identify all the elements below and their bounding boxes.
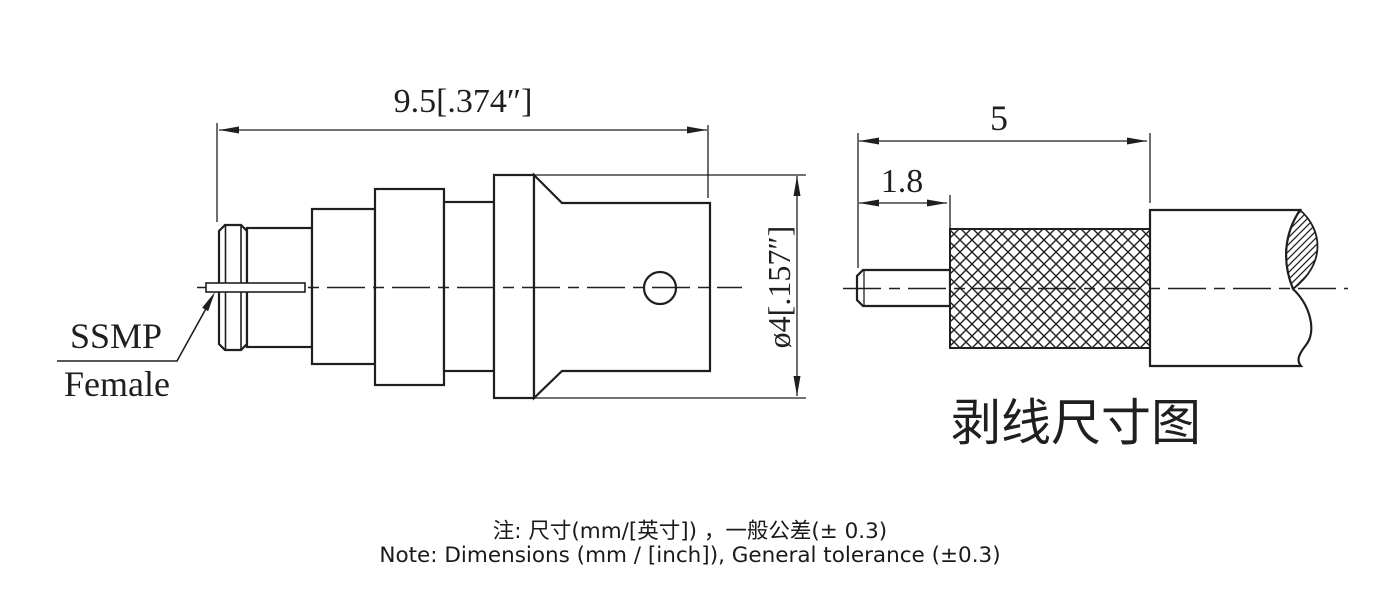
dimension-body-diameter-text: ø4[.157″] xyxy=(761,226,797,349)
dimension-overall-length: 9.5[.374″] xyxy=(216,83,709,222)
arrowhead-right-icon xyxy=(1127,137,1147,145)
dimension-pin-strip: 1.8 xyxy=(859,163,951,230)
dimension-braid-strip-text: 5 xyxy=(990,98,1008,138)
tolerance-notes: 注: 尺寸(mm/[英寸]) ，一般公差(± 0.3) Note: Dimens… xyxy=(379,519,1000,568)
connector-rear-block xyxy=(532,172,712,401)
arrowhead-left-icon xyxy=(859,137,879,145)
dimension-body-diameter: ø4[.157″] xyxy=(534,174,806,399)
connector-name-line1: SSMP xyxy=(70,316,162,356)
dimension-overall-length-text: 9.5[.374″] xyxy=(394,83,533,120)
connector-name-line2: Female xyxy=(64,364,170,404)
leader-arrowhead-icon xyxy=(202,292,215,312)
arrowhead-right-icon xyxy=(687,126,707,134)
connector-name-label: SSMP Female xyxy=(57,292,215,404)
arrowhead-right-icon xyxy=(927,199,947,207)
dimension-braid-strip: 5 xyxy=(857,98,1151,268)
cable-strip-view xyxy=(843,208,1348,368)
arrowhead-left-icon xyxy=(859,199,879,207)
connector-body-step-1 xyxy=(310,207,377,366)
female-contact-slot xyxy=(205,282,306,293)
connector-side-view xyxy=(197,172,742,401)
strip-view-caption: 剥线尺寸图 xyxy=(951,395,1201,451)
connector-flange xyxy=(492,173,536,400)
dimension-pin-strip-text: 1.8 xyxy=(881,163,924,200)
break-section-hatch xyxy=(1285,208,1319,291)
note-line-en: Note: Dimensions (mm / [inch]), General … xyxy=(379,543,1000,568)
leader-line xyxy=(57,295,214,362)
note-line-zh: 注: 尺寸(mm/[英寸]) ，一般公差(± 0.3) xyxy=(493,519,887,544)
arrowhead-up-icon xyxy=(793,176,801,196)
arrowhead-down-icon xyxy=(793,376,801,396)
arrowhead-left-icon xyxy=(219,126,239,134)
connector-body-step-3 xyxy=(442,200,496,373)
